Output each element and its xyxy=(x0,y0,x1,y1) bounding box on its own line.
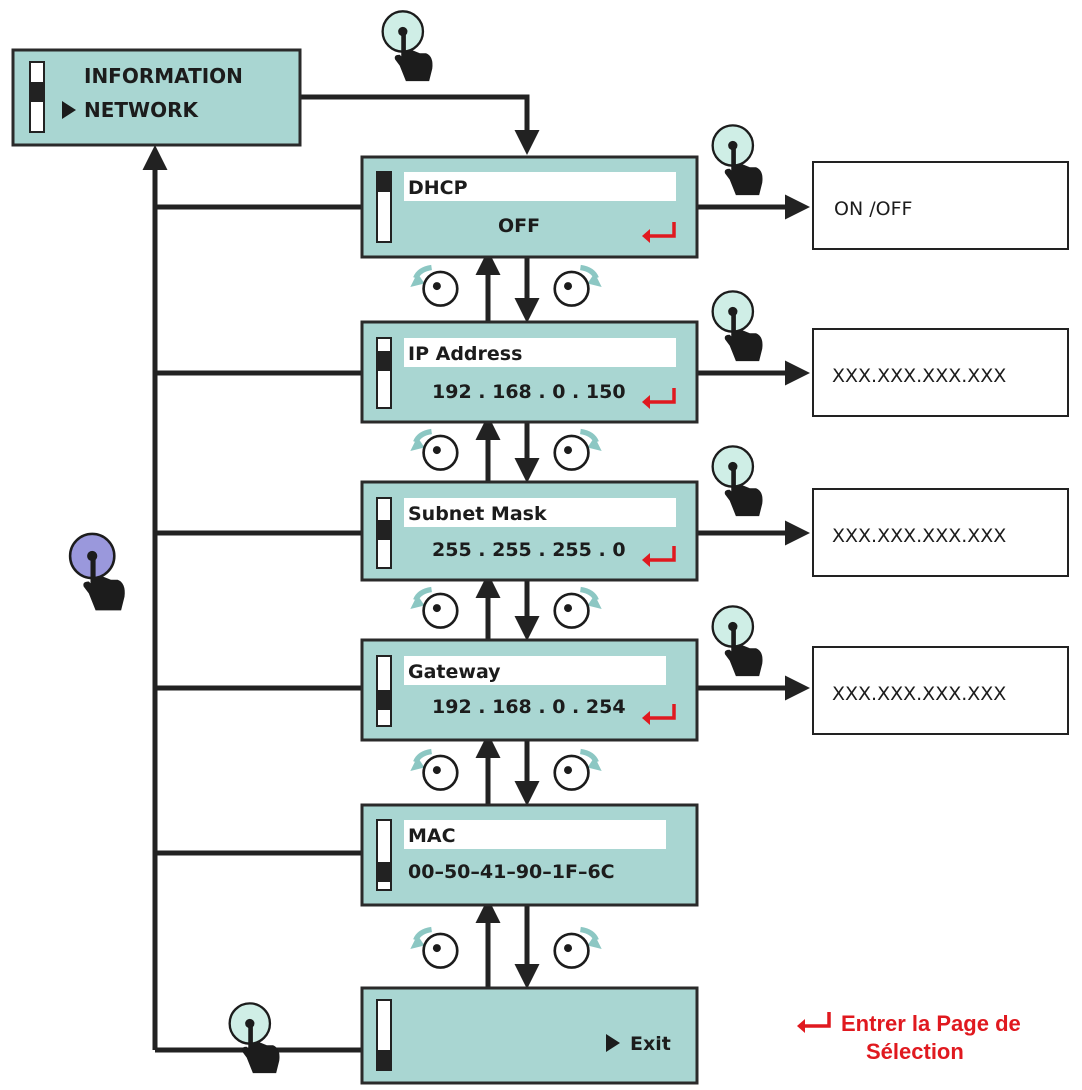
screen-value: 192 . 168 . 0 . 254 xyxy=(432,696,626,718)
selection-text: XXX.XXX.XXX.XXX xyxy=(832,525,1006,547)
nav-arrows-mac-exit xyxy=(475,898,540,989)
arrow-root-to-dhcp xyxy=(300,94,540,155)
legend-enter-arrow-icon xyxy=(795,1010,831,1034)
root-scrollbar xyxy=(29,61,45,133)
selection-text: ON /OFF xyxy=(834,198,912,220)
selection-box-gateway: XXX.XXX.XXX.XXX xyxy=(812,646,1069,735)
screen-value: OFF xyxy=(498,215,540,237)
rotate-clockwise-icon xyxy=(555,432,602,470)
knob-press-icon xyxy=(711,605,764,678)
screen-title: IP Address xyxy=(408,343,522,365)
selection-box-subnet: XXX.XXX.XXX.XXX xyxy=(812,488,1069,577)
exit-pointer-icon xyxy=(606,1034,620,1052)
legend-line-1: Entrer la Page de xyxy=(841,1011,1021,1036)
rotate-counterclockwise-icon xyxy=(410,268,457,306)
selection-box-dhcp: ON /OFF xyxy=(812,161,1069,250)
root-menu-item-information: INFORMATION xyxy=(84,64,243,88)
exit-label: Exit xyxy=(630,1033,671,1055)
rotate-counterclockwise-icon xyxy=(410,930,457,968)
nav-arrows-dhcp-ip xyxy=(475,250,540,323)
screen-scrollbar xyxy=(376,999,392,1071)
knob-press-icon xyxy=(68,532,127,612)
screen-scrollbar xyxy=(376,655,392,727)
root-menu-pointer-icon xyxy=(62,101,76,119)
screen-exit: Exit xyxy=(360,986,699,1085)
rotate-counterclockwise-icon xyxy=(410,752,457,790)
screen-title: Gateway xyxy=(408,661,501,683)
screen-scrollbar xyxy=(376,171,392,243)
screen-dhcp: DHCP OFF xyxy=(360,155,699,259)
screen-value: 255 . 255 . 255 . 0 xyxy=(432,539,626,561)
root-menu-panel xyxy=(11,48,302,147)
root-menu-item-network: NETWORK xyxy=(84,98,200,122)
legend: Entrer la Page de Sélection xyxy=(795,1010,1021,1064)
nav-arrows-gateway-mac xyxy=(475,733,540,806)
selection-text: XXX.XXX.XXX.XXX xyxy=(832,365,1006,387)
knob-press-icon xyxy=(711,290,764,363)
screen-ip-address: IP Address 192 . 168 . 0 . 150 xyxy=(360,320,699,424)
nav-arrows-ip-subnet xyxy=(475,415,540,483)
rotate-counterclockwise-icon xyxy=(410,432,457,470)
knob-press-icon xyxy=(711,124,764,197)
connector-lines xyxy=(142,94,810,1053)
nav-arrows-subnet-gateway xyxy=(475,573,540,641)
screen-scrollbar xyxy=(376,819,392,891)
screen-title: MAC xyxy=(408,825,456,847)
legend-line-2: Sélection xyxy=(866,1039,964,1064)
screen-mac: MAC 00–50–41–90–1F–6C xyxy=(360,803,699,907)
screen-value: 192 . 168 . 0 . 150 xyxy=(432,381,626,403)
knob-press-icon xyxy=(228,1002,281,1075)
selection-box-ip: XXX.XXX.XXX.XXX xyxy=(812,328,1069,417)
selection-text: XXX.XXX.XXX.XXX xyxy=(832,683,1006,705)
knob-press-icon xyxy=(381,10,434,83)
rotate-counterclockwise-icon xyxy=(410,590,457,628)
screen-gateway: Gateway 192 . 168 . 0 . 254 xyxy=(360,638,699,742)
screen-scrollbar xyxy=(376,497,392,569)
rotate-clockwise-icon xyxy=(555,752,602,790)
rotate-clockwise-icon xyxy=(555,268,602,306)
rotate-clockwise-icon xyxy=(555,590,602,628)
root-menu-box: INFORMATION NETWORK xyxy=(11,48,302,147)
knob-press-icon xyxy=(711,445,764,518)
screen-subnet-mask: Subnet Mask 255 . 255 . 255 . 0 xyxy=(360,480,699,582)
screen-title: DHCP xyxy=(408,177,468,199)
screen-value: 00–50–41–90–1F–6C xyxy=(408,861,615,883)
screen-scrollbar xyxy=(376,337,392,409)
rotate-clockwise-icon xyxy=(555,930,602,968)
screen-title: Subnet Mask xyxy=(408,503,547,525)
